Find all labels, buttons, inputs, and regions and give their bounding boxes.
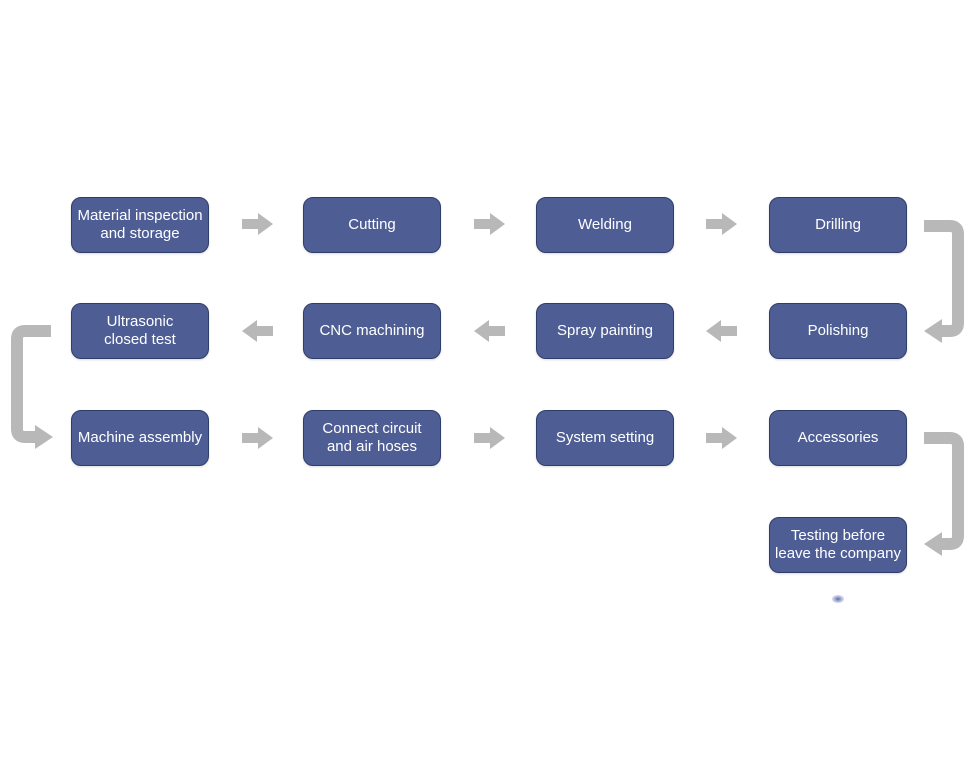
step-connect-circuit: Connect circuit and air hoses — [303, 410, 441, 466]
connector-accessories-testing-head — [924, 532, 942, 556]
arrow-left-2 — [474, 320, 505, 342]
arrow-left-1 — [706, 320, 737, 342]
connector-accessories-testing — [924, 432, 964, 550]
connector-drilling-polishing-head — [924, 319, 942, 343]
connector-drilling-polishing — [924, 220, 964, 337]
step-testing-before-leave: Testing before leave the company — [769, 517, 907, 573]
step-cnc-machining: CNC machining — [303, 303, 441, 359]
step-spray-painting: Spray painting — [536, 303, 674, 359]
step-system-setting: System setting — [536, 410, 674, 466]
arrow-left-3 — [242, 320, 273, 342]
step-material-inspection: Material inspection and storage — [71, 197, 209, 253]
step-drilling: Drilling — [769, 197, 907, 253]
arrow-right-1 — [242, 213, 273, 235]
step-ultrasonic-closed-test: Ultrasonic closed test — [71, 303, 209, 359]
arrow-right-4 — [242, 427, 273, 449]
decorative-dot — [832, 595, 844, 603]
arrow-right-5 — [474, 427, 505, 449]
step-welding: Welding — [536, 197, 674, 253]
step-polishing: Polishing — [769, 303, 907, 359]
step-accessories: Accessories — [769, 410, 907, 466]
arrow-right-3 — [706, 213, 737, 235]
connector-ultrasonic-assembly-head — [35, 425, 53, 449]
arrow-right-6 — [706, 427, 737, 449]
step-cutting: Cutting — [303, 197, 441, 253]
step-machine-assembly: Machine assembly — [71, 410, 209, 466]
connector-ultrasonic-assembly — [11, 325, 51, 443]
arrow-right-2 — [474, 213, 505, 235]
